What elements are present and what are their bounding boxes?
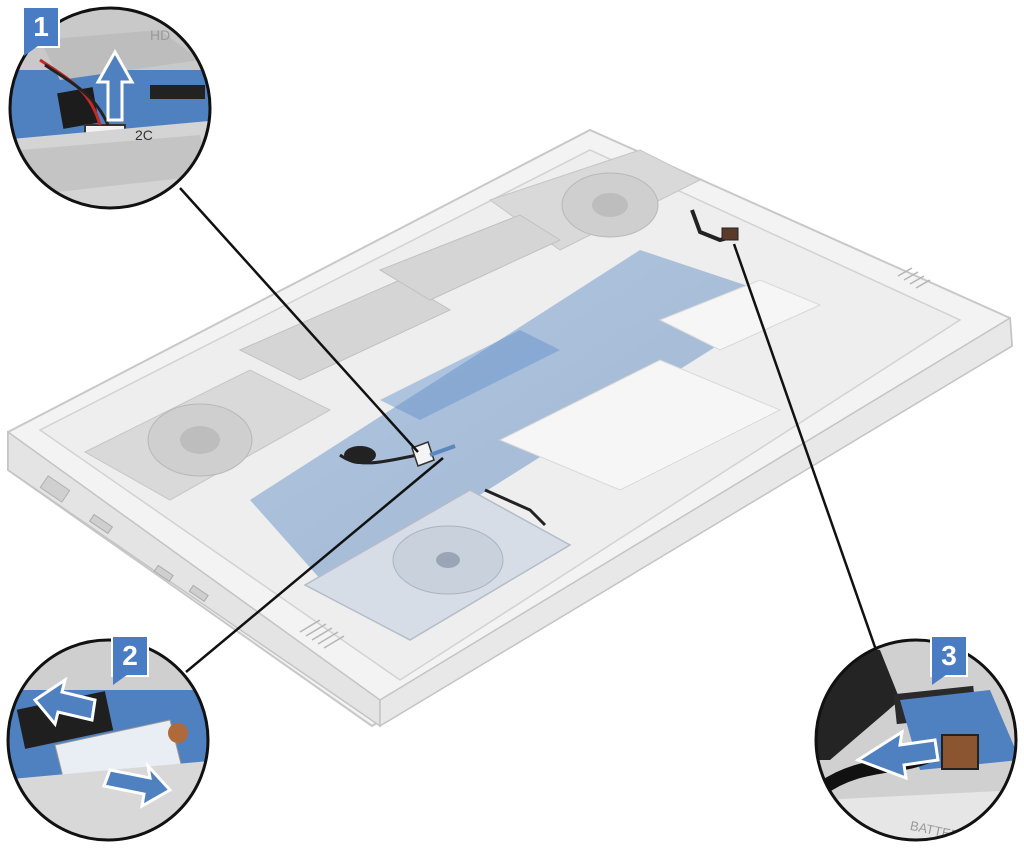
lift-arrow-icon bbox=[95, 48, 135, 122]
motherboard-strip bbox=[380, 330, 560, 420]
callout-line-3 bbox=[732, 243, 878, 651]
dc-in-connector-target bbox=[721, 227, 739, 241]
heatsink-left bbox=[238, 279, 452, 381]
heatsink-right bbox=[378, 214, 562, 301]
left-fan bbox=[83, 369, 332, 501]
step-badge-2: 2 bbox=[113, 637, 147, 685]
io-board-cable bbox=[429, 444, 456, 457]
usb-port-1 bbox=[153, 564, 174, 583]
speaker-connector-target bbox=[411, 441, 435, 467]
laptop-base bbox=[7, 128, 1014, 728]
detail-circle-2 bbox=[6, 638, 210, 842]
print-hd: HD bbox=[150, 27, 170, 43]
pull-cable-arrow-icon bbox=[101, 761, 173, 809]
step-badge-3: 3 bbox=[932, 637, 966, 685]
hdd-cable bbox=[484, 488, 547, 527]
open-latch-arrow-icon bbox=[32, 676, 97, 728]
hard-drive bbox=[303, 489, 572, 641]
usb-port-2 bbox=[188, 584, 209, 603]
speaker-cable-label bbox=[344, 446, 376, 464]
callout-lines bbox=[179, 187, 878, 673]
vga-port bbox=[39, 475, 71, 503]
step-badge-1: 1 bbox=[24, 8, 58, 56]
detail-circle-3: BATTERY bbox=[814, 638, 1018, 842]
palmrest-cutout bbox=[498, 359, 782, 491]
disconnect-arrow-icon bbox=[854, 728, 940, 781]
hdmi-port bbox=[88, 513, 114, 535]
speaker-grill-left bbox=[299, 619, 345, 649]
callout-line-1 bbox=[179, 187, 419, 453]
chassis-side-edge bbox=[379, 316, 1013, 728]
right-fan bbox=[488, 149, 702, 251]
print-2c: 2C bbox=[135, 127, 153, 143]
touchpad-cutout bbox=[658, 279, 822, 351]
callout-line-2 bbox=[185, 457, 444, 673]
speaker-grill-right bbox=[897, 267, 931, 289]
